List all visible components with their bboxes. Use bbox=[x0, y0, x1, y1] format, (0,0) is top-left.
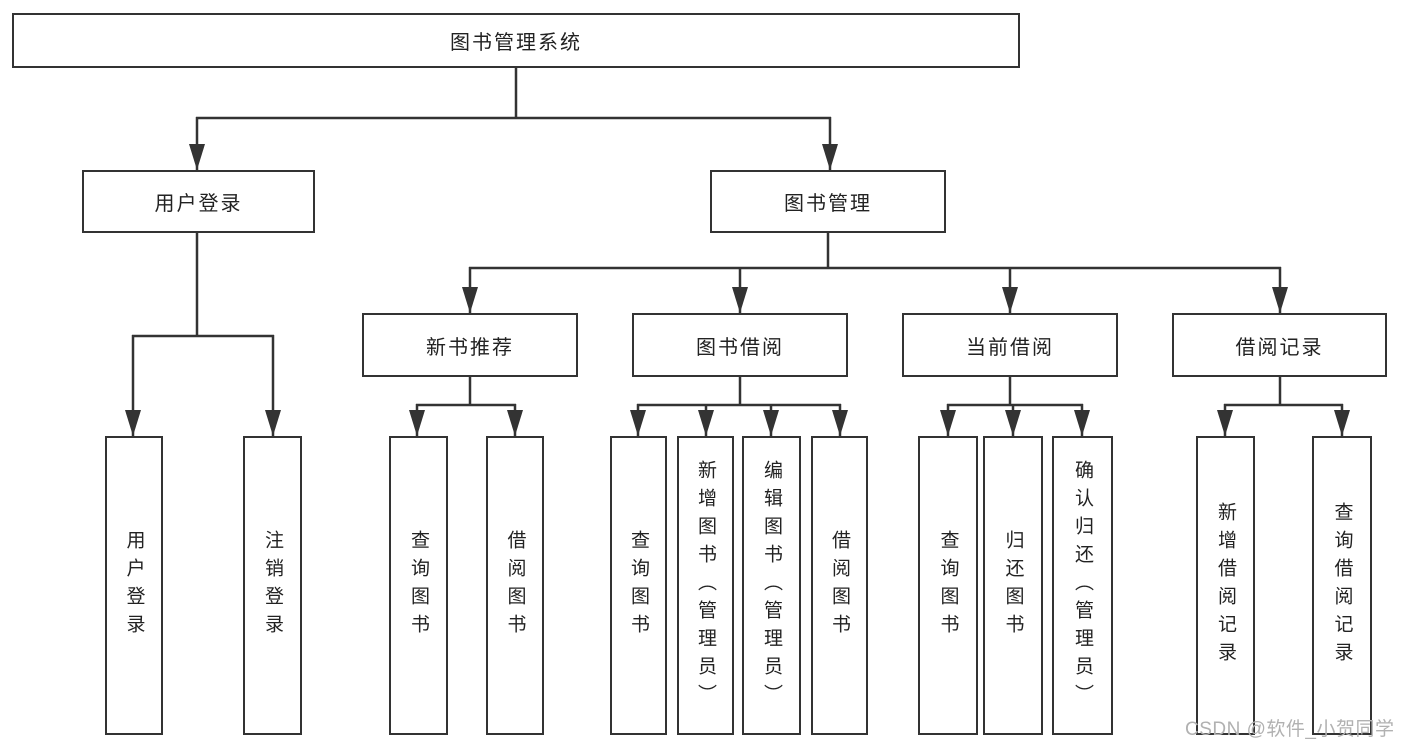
leaf-label: 确认归还（管理员） bbox=[1072, 459, 1093, 712]
connector-currentborrow-to-children bbox=[940, 377, 1090, 436]
node-current-borrowing: 当前借阅 bbox=[902, 313, 1118, 377]
leaf-label: 新增借阅记录 bbox=[1215, 501, 1236, 670]
node-leaf-query-books-borrow: 查询图书 bbox=[610, 436, 667, 735]
node-new-book-recommendation: 新书推荐 bbox=[362, 313, 578, 377]
csdn-watermark: CSDN @软件_小贺同学 bbox=[1185, 719, 1395, 740]
leaf-label: 查询图书 bbox=[408, 529, 429, 642]
node-leaf-add-borrow-record: 新增借阅记录 bbox=[1196, 436, 1255, 735]
node-leaf-return-books: 归还图书 bbox=[983, 436, 1043, 735]
node-leaf-borrow-books: 借阅图书 bbox=[811, 436, 868, 735]
connector-bookborrow-to-children bbox=[630, 377, 848, 436]
connector-userlogin-to-children bbox=[125, 233, 281, 436]
node-leaf-query-borrow-record: 查询借阅记录 bbox=[1312, 436, 1372, 735]
connector-bookmgmt-to-level2 bbox=[462, 233, 1288, 313]
leaf-label: 用户登录 bbox=[123, 529, 145, 642]
node-leaf-confirm-return-admin: 确认归还（管理员） bbox=[1052, 436, 1113, 735]
leaf-label: 查询图书 bbox=[628, 529, 649, 642]
leaf-label: 编辑图书（管理员） bbox=[761, 459, 782, 712]
connector-borrowrecords-to-children bbox=[1217, 377, 1350, 436]
node-borrowing-records: 借阅记录 bbox=[1172, 313, 1387, 377]
node-leaf-user-login: 用户登录 bbox=[105, 436, 163, 735]
node-leaf-query-books-current: 查询图书 bbox=[918, 436, 978, 735]
leaf-label: 查询借阅记录 bbox=[1331, 501, 1353, 670]
node-root-library-management-system: 图书管理系统 bbox=[12, 13, 1020, 68]
leaf-label: 注销登录 bbox=[262, 529, 283, 642]
connector-newbookrec-to-children bbox=[409, 377, 523, 436]
node-leaf-add-books-admin: 新增图书（管理员） bbox=[677, 436, 734, 735]
node-user-login: 用户登录 bbox=[82, 170, 315, 233]
node-leaf-edit-books-admin: 编辑图书（管理员） bbox=[742, 436, 801, 735]
node-leaf-borrow-books-rec: 借阅图书 bbox=[486, 436, 544, 735]
node-leaf-logout: 注销登录 bbox=[243, 436, 302, 735]
leaf-label: 新增图书（管理员） bbox=[695, 459, 716, 712]
leaf-label: 借阅图书 bbox=[504, 529, 526, 642]
node-leaf-query-books-rec: 查询图书 bbox=[389, 436, 448, 735]
leaf-label: 查询图书 bbox=[937, 529, 959, 642]
leaf-label: 归还图书 bbox=[1002, 529, 1024, 642]
node-book-management: 图书管理 bbox=[710, 170, 946, 233]
leaf-label: 借阅图书 bbox=[829, 529, 850, 642]
connector-root-to-level1 bbox=[189, 68, 838, 170]
node-book-borrowing: 图书借阅 bbox=[632, 313, 848, 377]
